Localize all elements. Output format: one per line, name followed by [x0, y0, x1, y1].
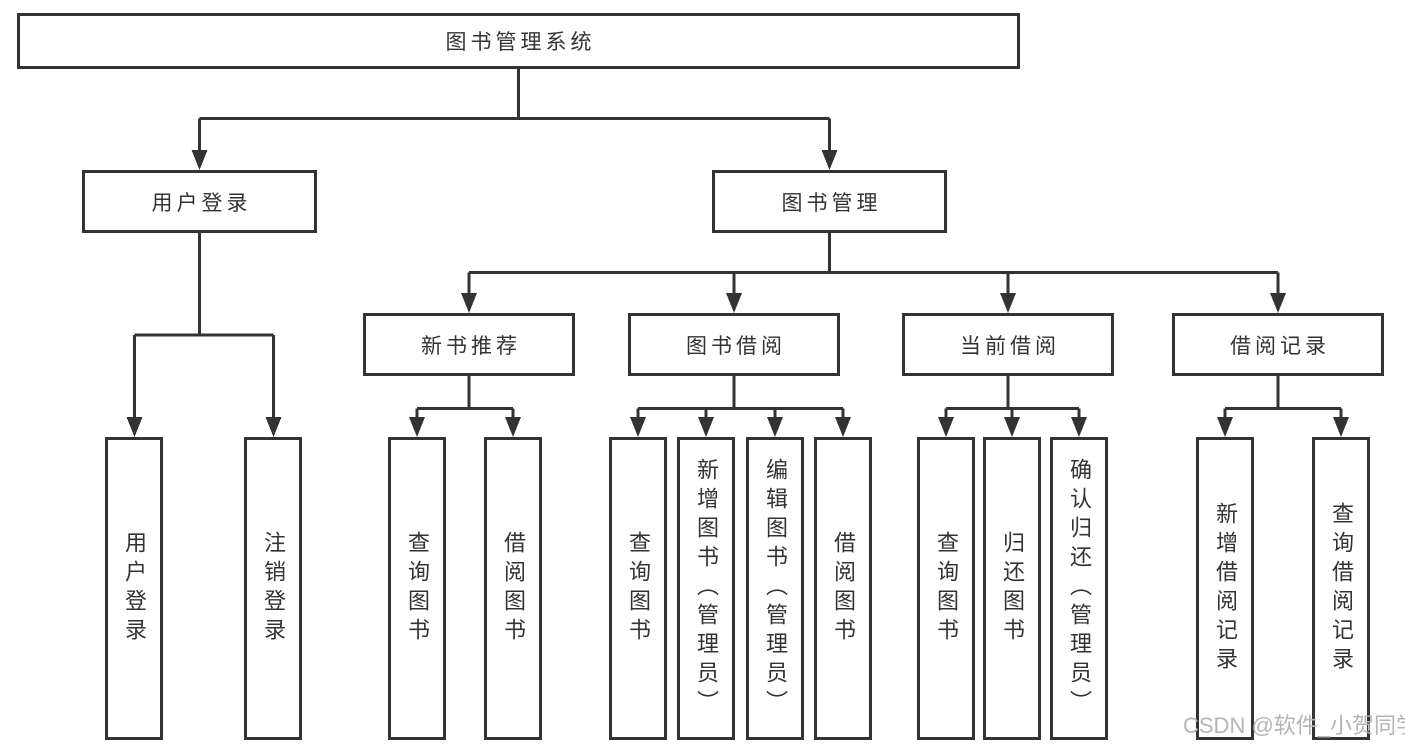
arrowhead — [126, 417, 143, 437]
arrowhead — [1000, 293, 1016, 313]
arrowhead — [726, 293, 742, 313]
node-book-management: 图书管理 — [712, 170, 947, 233]
leaf-records-query: 查询借阅记录 — [1312, 437, 1370, 740]
connector-root — [198, 69, 831, 151]
node-book-borrow: 图书借阅 — [628, 313, 840, 376]
arrowhead — [265, 417, 282, 437]
csdn-watermark: CSDN @软件_小贺同学 — [1183, 713, 1405, 738]
connector-new-books — [415, 376, 515, 418]
connector-user-login — [133, 233, 275, 418]
arrowhead — [191, 150, 208, 170]
leaf-logout: 注销登录 — [244, 437, 302, 740]
leaf-current-query: 查询图书 — [917, 437, 975, 740]
leaf-borrow-book: 借阅图书 — [814, 437, 872, 740]
arrowhead — [1217, 417, 1233, 437]
arrowhead — [1071, 417, 1087, 437]
arrowhead — [698, 417, 714, 437]
node-user-login: 用户登录 — [82, 170, 317, 233]
arrowhead — [767, 417, 783, 437]
node-root: 图书管理系统 — [17, 13, 1020, 69]
connector-book-management — [467, 233, 1280, 294]
arrowhead — [409, 417, 425, 437]
leaf-borrow-edit-admin: 编辑图书（管理员） — [746, 437, 804, 740]
arrowhead — [461, 293, 477, 313]
connector-borrow-records — [1223, 376, 1343, 418]
leaf-newbooks-query: 查询图书 — [388, 437, 446, 740]
arrowhead — [1270, 293, 1286, 313]
arrowhead — [938, 417, 954, 437]
connector-book-borrow — [636, 376, 845, 418]
node-borrow-records: 借阅记录 — [1172, 313, 1384, 376]
leaf-newbooks-borrow: 借阅图书 — [484, 437, 542, 740]
arrowhead — [505, 417, 521, 437]
arrowhead — [1333, 417, 1349, 437]
node-new-books: 新书推荐 — [363, 313, 575, 376]
arrowhead — [1004, 417, 1020, 437]
arrowhead — [630, 417, 646, 437]
leaf-current-confirm-admin: 确认归还（管理员） — [1050, 437, 1108, 740]
leaf-records-add: 新增借阅记录 — [1196, 437, 1254, 740]
leaf-current-return: 归还图书 — [983, 437, 1041, 740]
arrowhead — [835, 417, 851, 437]
node-current-borrow: 当前借阅 — [902, 313, 1114, 376]
leaf-user-login: 用户登录 — [105, 437, 163, 740]
leaf-borrow-add-admin: 新增图书（管理员） — [677, 437, 735, 740]
arrowhead — [821, 150, 838, 170]
connector-current-borrow — [944, 376, 1081, 418]
leaf-borrow-query: 查询图书 — [609, 437, 667, 740]
